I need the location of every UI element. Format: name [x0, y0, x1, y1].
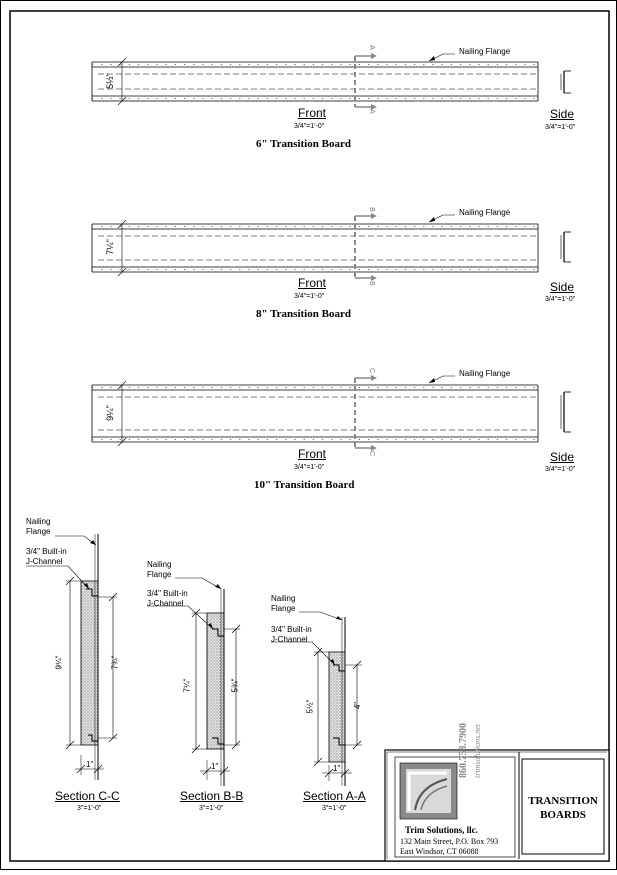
drawing-title-line-1: TRANSITION	[528, 795, 598, 807]
section-b-inner-dim: 5¾"	[230, 678, 240, 693]
section-a-flange-label-2: Flange	[271, 604, 296, 613]
section-marker-b-top: B	[367, 207, 375, 212]
section-b-b-drawing	[147, 577, 241, 786]
front-scale-6in: 3/4"=1'-0"	[294, 123, 325, 130]
section-a-a-drawing	[271, 611, 362, 786]
company-website: trimsolutions.net	[473, 723, 482, 778]
section-marker-c-bottom: C	[368, 450, 376, 457]
section-b-width-dim: 1"	[211, 762, 219, 771]
board-8in-side-view	[560, 231, 571, 263]
section-a-outer-dim: 5½"	[305, 699, 315, 714]
side-view-label-10in: Side	[550, 450, 575, 464]
side-scale-8in: 3/4"=1'-0"	[545, 296, 576, 303]
company-name: Trim Solutions, llc.	[405, 825, 478, 835]
section-c-c-drawing	[26, 534, 118, 780]
height-dim-10in: 9¼"	[104, 405, 115, 421]
front-scale-8in: 3/4"=1'-0"	[294, 293, 325, 300]
front-view-label-8in: Front	[298, 276, 327, 290]
section-marker-a-top: A	[367, 45, 375, 50]
section-marker-b-bottom: B	[367, 281, 375, 286]
section-a-width-dim: 1"	[333, 764, 341, 773]
board-10in-front-view	[91, 375, 539, 451]
height-dim-6in: 5½"	[104, 73, 115, 89]
side-scale-6in: 3/4"=1'-0"	[545, 124, 576, 131]
height-dim-8in: 7¼"	[104, 239, 115, 255]
section-a-flange-label-1: Nailing	[271, 594, 296, 603]
section-c-outer-dim: 9¼"	[54, 655, 64, 670]
board-8in-front-view	[91, 213, 539, 281]
board-title-10in: 10" Transition Board	[254, 479, 355, 491]
section-b-flange-label-2: Flange	[147, 570, 172, 579]
section-c-channel-label-1: 3/4" Built-in	[26, 547, 67, 556]
side-view-label-8in: Side	[550, 280, 575, 294]
board-title-8in: 8" Transition Board	[256, 308, 351, 320]
section-marker-c-top: C	[368, 367, 376, 374]
nailing-flange-label-6in: Nailing Flange	[459, 47, 511, 56]
section-b-flange-label-1: Nailing	[147, 560, 172, 569]
company-address-2: East Windsor, CT 06088	[400, 847, 479, 856]
board-6in-front-view	[91, 53, 539, 110]
drawing-title-line-2: BOARDS	[540, 809, 586, 821]
nailing-flange-label-10in: Nailing Flange	[459, 369, 511, 378]
board-6in-side-view	[560, 70, 571, 94]
section-c-c-scale: 3"=1'-0"	[77, 805, 102, 812]
section-b-b-title: Section B-B	[180, 789, 244, 803]
company-logo	[399, 762, 458, 820]
section-marker-a-bottom: A	[367, 109, 375, 114]
section-a-a-title: Section A-A	[303, 789, 366, 803]
section-c-width-dim: 1"	[86, 760, 94, 769]
side-scale-10in: 3/4"=1'-0"	[545, 466, 576, 473]
front-view-label-6in: Front	[298, 106, 327, 120]
section-c-flange-label-1: Nailing	[26, 517, 51, 526]
inner-border	[9, 10, 610, 862]
section-b-channel-label-2: J-Channel	[147, 599, 184, 608]
section-a-channel-label-1: 3/4" Built-in	[271, 625, 312, 634]
section-c-inner-dim: 7¾"	[110, 655, 120, 670]
front-view-label-10in: Front	[298, 447, 327, 461]
section-c-c-title: Section C-C	[55, 789, 120, 803]
nailing-flange-label-8in: Nailing Flange	[459, 208, 511, 217]
company-address-1: 132 Main Street, P.O. Box 793	[400, 837, 499, 846]
section-b-b-scale: 3"=1'-0"	[199, 805, 224, 812]
board-10in-side-view	[560, 391, 571, 433]
board-title-6in: 6" Transition Board	[256, 138, 351, 150]
side-view-label-6in: Side	[550, 107, 575, 121]
section-b-channel-label-1: 3/4" Built-in	[147, 589, 188, 598]
section-c-flange-label-2: Flange	[26, 527, 51, 536]
company-phone: 860.758.7900	[458, 723, 469, 778]
section-a-inner-dim: 4"	[353, 701, 363, 710]
section-a-channel-label-2: J-Channel	[271, 635, 308, 644]
section-c-channel-label-2: J-Channel	[26, 557, 63, 566]
front-scale-10in: 3/4"=1'-0"	[294, 464, 325, 471]
section-b-outer-dim: 7¼"	[182, 678, 192, 693]
section-a-a-scale: 3"=1'-0"	[322, 805, 347, 812]
